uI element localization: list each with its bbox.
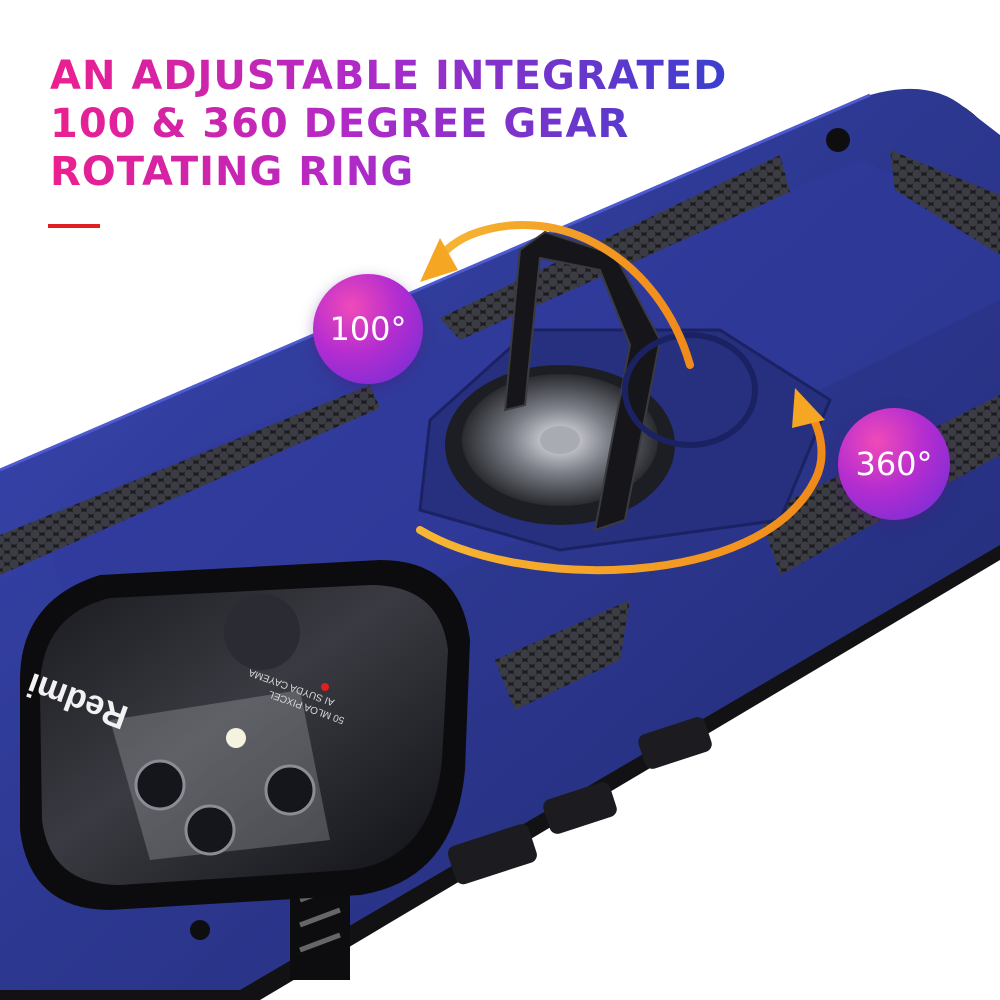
lens-icon [134, 759, 186, 811]
headline: AN ADJUSTABLE INTEGRATED 100 & 360 DEGRE… [50, 52, 727, 196]
accent-bar [48, 224, 100, 228]
arrow-head-rotate [792, 388, 825, 428]
headline-line-1: AN ADJUSTABLE INTEGRATED [50, 53, 728, 99]
ring-holder [418, 230, 832, 552]
lens-icon [264, 764, 316, 816]
headline-line-2: 100 & 360 DEGREE GEAR [50, 101, 630, 147]
flash-icon [226, 728, 246, 748]
rotation-arrows [416, 221, 826, 575]
badge-360-degree: 360° [838, 408, 950, 520]
camera-module: Redmi AI SUYDA CAYEMA 50 MLOA PIXCEL [20, 560, 470, 910]
lens-cover [110, 690, 330, 860]
lens-icon [184, 804, 236, 856]
red-dot-icon [321, 683, 329, 691]
badge-100-degree: 100° [313, 274, 423, 384]
arrow-head-tilt [420, 238, 458, 282]
headline-line-3: ROTATING RING [50, 149, 415, 195]
